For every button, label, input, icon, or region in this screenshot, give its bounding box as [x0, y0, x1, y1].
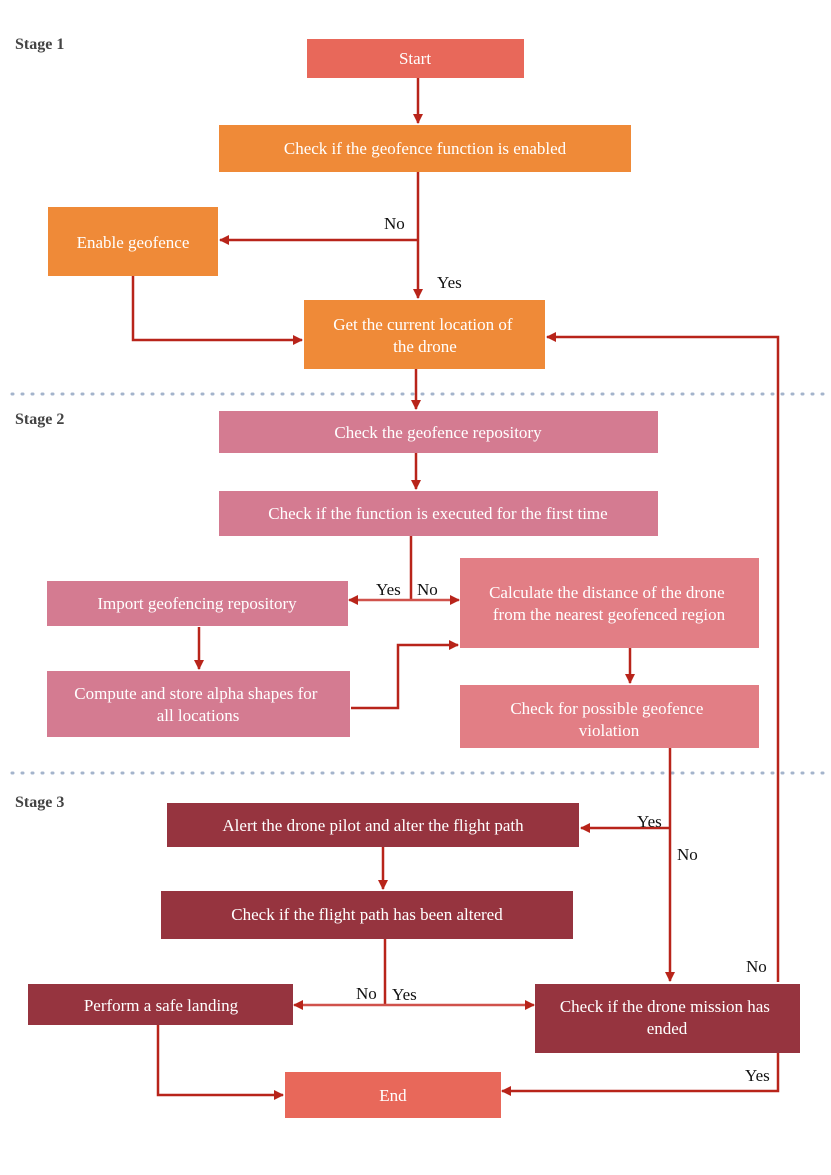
get-location-node — [304, 300, 545, 369]
import-repository-node-label: Import geofencing repository — [97, 594, 297, 613]
altered-yes-label: Yes — [392, 985, 417, 1004]
mission-yes-label: Yes — [745, 1066, 770, 1085]
calculate-distance-node-label: Calculate the distance of the drone from… — [489, 583, 729, 624]
flow-edges — [131, 78, 780, 1100]
enable-geofence-node-label: Enable geofence — [77, 233, 190, 252]
check-first-time-node — [219, 491, 658, 536]
start-node-label: Start — [399, 49, 431, 68]
stage-2-label: Stage 2 — [15, 411, 64, 428]
stage-1-label: Stage 1 — [15, 36, 64, 53]
end-node-label: End — [379, 1086, 407, 1105]
edge-landing-to-end — [156, 1025, 284, 1100]
calculate-distance-node — [460, 558, 759, 648]
enabled-yes-label: Yes — [437, 273, 462, 292]
edge-mission-no-loop — [546, 332, 780, 982]
mission-ended-node-label: Check if the drone mission has ended — [560, 997, 774, 1038]
check-altered-node — [161, 891, 573, 939]
check-repository-node-label: Check the geofence repository — [334, 423, 542, 442]
check-repository-node — [219, 411, 658, 453]
alert-pilot-node — [167, 803, 579, 847]
edge-compute-to-calculate — [351, 640, 459, 710]
enable-geofence-node — [48, 207, 218, 276]
violation-yes-label: Yes — [637, 812, 662, 831]
get-location-node-label: Get the current location of the drone — [333, 315, 517, 356]
mission-ended-node — [535, 984, 800, 1053]
enabled-no-label: No — [384, 214, 405, 233]
import-repository-node — [47, 581, 348, 626]
start-node — [307, 39, 524, 78]
mission-no-label: No — [746, 957, 767, 976]
check-violation-node-label: Check for possible geofence violation — [510, 699, 707, 740]
edge-enable-to-location — [131, 276, 303, 345]
edge-mission-yes — [501, 1050, 780, 1096]
safe-landing-node — [28, 984, 293, 1025]
stage-3-label: Stage 3 — [15, 794, 64, 811]
check-first-time-node-label: Check if the function is executed for th… — [268, 504, 607, 523]
safe-landing-node-label: Perform a safe landing — [84, 996, 239, 1015]
end-node — [285, 1072, 501, 1118]
alert-pilot-node-label: Alert the drone pilot and alter the flig… — [222, 816, 524, 835]
altered-no-label: No — [356, 984, 377, 1003]
compute-alpha-node-label: Compute and store alpha shapes for all l… — [74, 684, 321, 725]
first-time-yes-label: Yes — [376, 580, 401, 599]
check-enabled-node — [219, 125, 631, 172]
compute-alpha-node — [47, 671, 350, 737]
check-enabled-node-label: Check if the geofence function is enable… — [284, 139, 567, 158]
violation-no-label: No — [677, 845, 698, 864]
first-time-no-label: No — [417, 580, 438, 599]
check-altered-node-label: Check if the flight path has been altere… — [231, 905, 503, 924]
check-violation-node — [460, 685, 759, 748]
